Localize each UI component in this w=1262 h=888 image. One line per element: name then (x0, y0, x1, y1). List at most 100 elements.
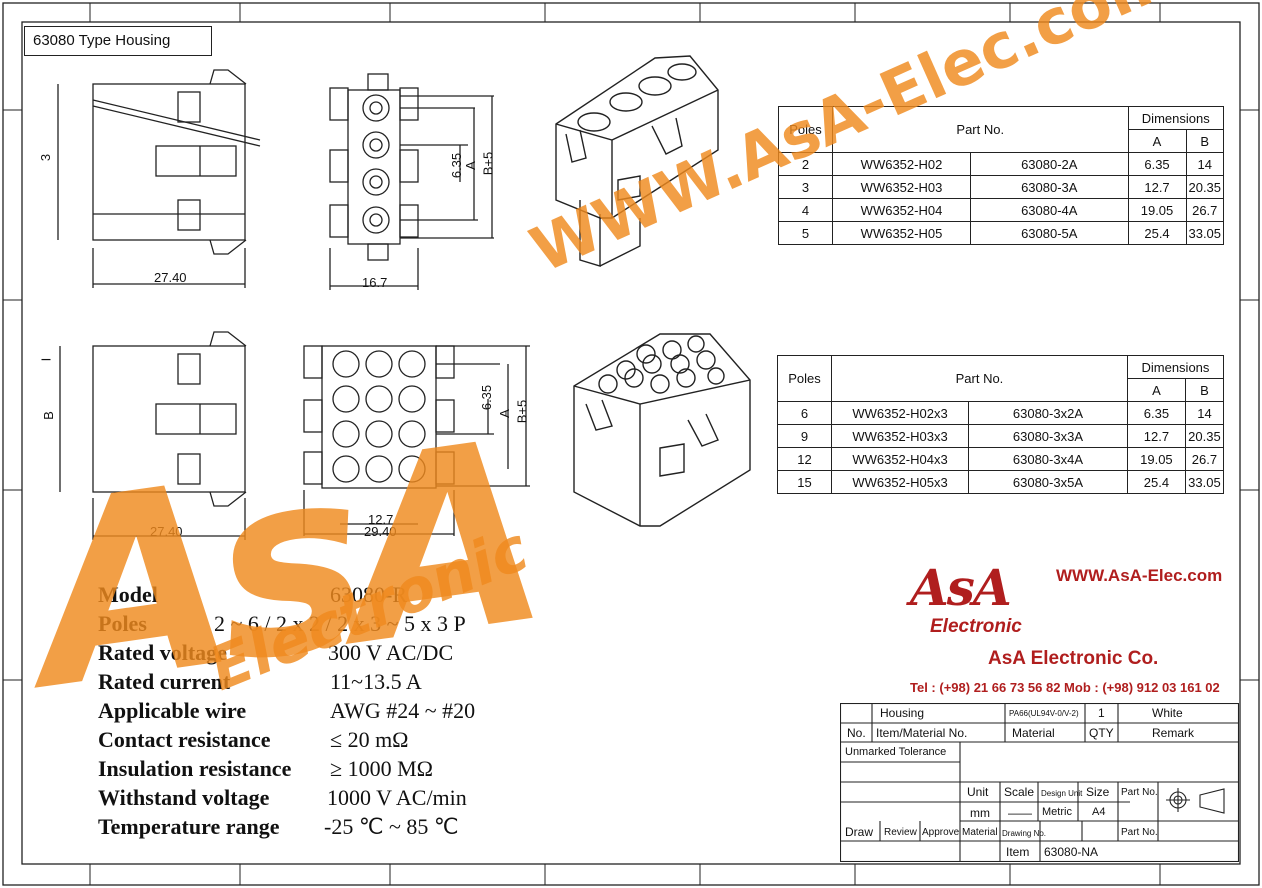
cell-b: 33.05 (1184, 470, 1225, 494)
tb-part-no: Part No. (1121, 787, 1158, 798)
cell-code2: 63080-3x3A (968, 424, 1128, 448)
tb-mm: mm (970, 806, 990, 820)
front-view-top (329, 73, 494, 290)
cell-a: 12.7 (1126, 424, 1186, 448)
cell-code1: WW6352-H05 (832, 221, 971, 245)
cell-code1: WW6352-H05x3 (831, 470, 969, 494)
dim-label-top-front-width: 16.7 (362, 275, 388, 290)
cell-a: 12.7 (1127, 175, 1187, 199)
cell-a: 19.05 (1127, 198, 1187, 222)
header-b: B (1184, 378, 1225, 402)
cell-b: 20.35 (1184, 424, 1225, 448)
spec-label: Insulation resistance (98, 756, 292, 781)
tb-draw: Draw (845, 825, 874, 839)
cell-code2: 63080-3A (970, 175, 1129, 199)
projection-symbol-icon (1166, 788, 1225, 814)
spec-label: Withstand voltage (98, 785, 270, 810)
tb-review: Review (884, 827, 917, 838)
tb-housing: Housing (880, 706, 925, 720)
logo-sub: Electronic (930, 616, 1022, 637)
cell-a: 25.4 (1127, 221, 1187, 245)
dim-label-bottom-width: 27.40 (150, 524, 183, 539)
dim-label-top-width: 27.40 (154, 270, 187, 285)
company-website: WWW.AsA-Elec.com (1056, 566, 1223, 585)
tb-no: No. (847, 726, 866, 740)
tb-scale-value: —— (1008, 806, 1032, 820)
tb-qty: QTY (1089, 726, 1114, 740)
side-view-top (57, 69, 261, 288)
cell-poles: 4 (778, 198, 833, 222)
spec-value: ≤ 20 mΩ (330, 727, 409, 752)
tb-color-value: White (1152, 706, 1183, 720)
title-block: Housing PA66(UL94V-0/V-2) 1 White No. It… (840, 703, 1239, 862)
spec-label: Temperature range (98, 814, 280, 839)
header-poles: Poles (778, 106, 833, 153)
header-b: B (1185, 129, 1225, 153)
spec-value: 11~13.5 A (330, 669, 422, 694)
tb-qty-value: 1 (1098, 706, 1105, 720)
cell-a: 25.4 (1126, 470, 1186, 494)
tb-item-material-no: Item/Material No. (876, 726, 968, 740)
tb-scale: Scale (1004, 785, 1035, 799)
isometric-view-bottom (573, 333, 751, 527)
cell-code1: WW6352-H03x3 (831, 424, 969, 448)
cell-code2: 63080-3x5A (968, 470, 1128, 494)
spec-value: 300 V AC/DC (328, 640, 454, 665)
cell-b: 33.05 (1185, 221, 1225, 245)
cell-poles: 9 (777, 424, 832, 448)
spec-label: Rated voltage (98, 640, 227, 665)
dim-label-bottom-pitch: 6.35 (479, 384, 495, 411)
cell-code1: WW6352-H02 (832, 152, 971, 176)
dim-label-bottom-pitch-h: 12.7 (368, 512, 394, 527)
logo-mark: AsA (910, 558, 1012, 617)
cell-poles: 6 (777, 401, 832, 425)
tb-metric: Metric (1042, 806, 1072, 818)
company-contact: Tel : (+98) 21 66 73 56 82 Mob : (+98) 9… (910, 680, 1220, 695)
cell-a: 19.05 (1126, 447, 1186, 471)
spec-value: ≥ 1000 MΩ (330, 756, 433, 781)
cell-code2: 63080-2A (970, 152, 1129, 176)
tb-remark: Remark (1152, 726, 1195, 740)
dim-label-bottom-b: B (40, 411, 56, 420)
header-dimensions: Dimensions (1127, 106, 1225, 130)
header-dimensions: Dimensions (1126, 355, 1225, 379)
cell-b: 14 (1184, 401, 1225, 425)
cell-a: 6.35 (1127, 152, 1187, 176)
tb-unmarked-tolerance: Unmarked Tolerance (845, 746, 947, 758)
header-part-no: Part No. (832, 106, 1129, 153)
tb-material: Material (1012, 726, 1055, 740)
cell-b: 14 (1185, 152, 1225, 176)
spec-value: 1000 V AC/min (327, 785, 467, 810)
dim-label-bottom-b5: B+5 (514, 399, 530, 424)
cell-code2: 63080-4A (970, 198, 1129, 222)
header-a: A (1127, 129, 1187, 153)
cell-poles: 2 (778, 152, 833, 176)
title-block-grid (840, 703, 1239, 862)
spec-label: Applicable wire (98, 698, 247, 723)
front-view-bottom (303, 345, 530, 536)
dim-label-top-a: A (462, 161, 478, 170)
tb-size: Size (1086, 785, 1110, 799)
tb-unit: Unit (967, 785, 989, 799)
drawing-title: 63080 Type Housing (24, 26, 212, 56)
cell-poles: 3 (778, 175, 833, 199)
spec-label: Model (98, 582, 158, 607)
side-view-bottom (59, 331, 247, 540)
header-a: A (1126, 378, 1186, 402)
tb-drawing-no: Drawing No. (1002, 829, 1047, 838)
cell-code1: WW6352-H02x3 (831, 401, 969, 425)
dim-label-bottom-a: A (496, 409, 512, 418)
dim-label-bottom-i: I (38, 357, 54, 362)
tb-approve: Approve (922, 827, 960, 838)
cell-poles: 15 (777, 470, 832, 494)
spec-label: Contact resistance (98, 727, 271, 752)
company-name: AsA Electronic Co. (988, 648, 1159, 669)
